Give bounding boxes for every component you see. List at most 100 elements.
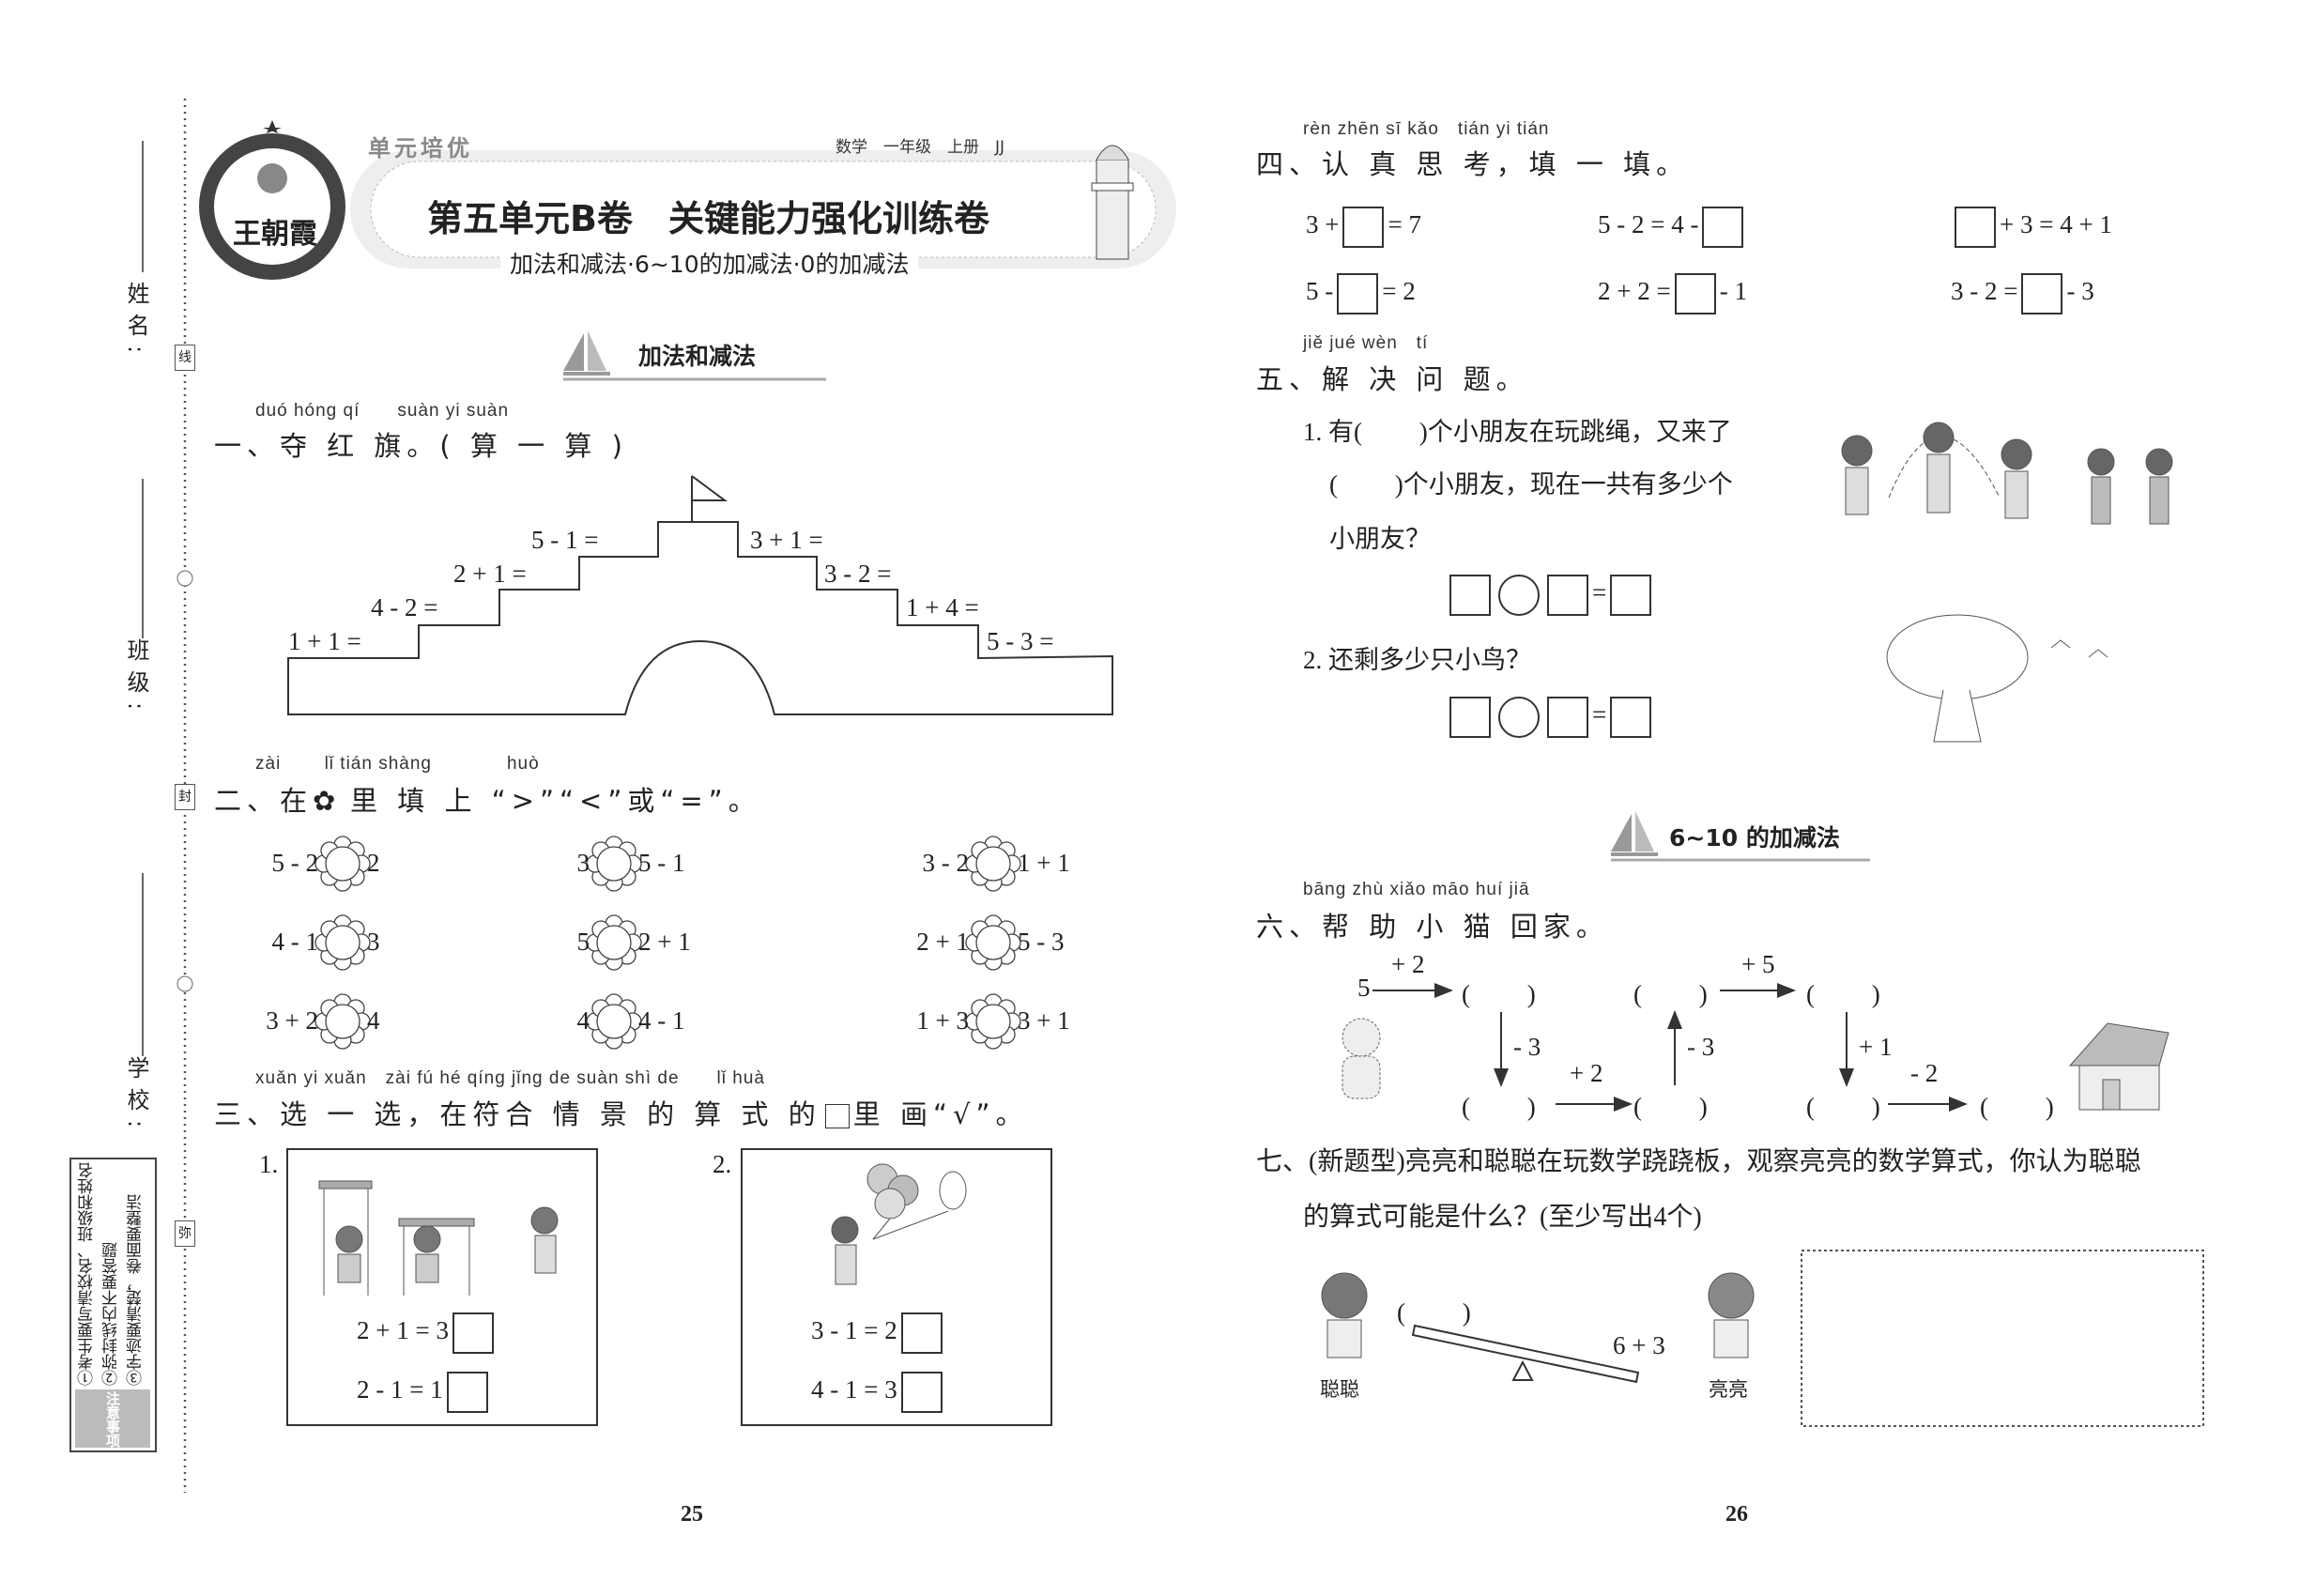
q7-line2: 的算式可能是什么？(至少写出4个) [1303,1203,1702,1232]
equals-sign: = [1592,700,1607,729]
jump-rope-kids-illustration [1841,422,2173,525]
seesaw-right-expression: 6 + 3 [1613,1331,1665,1359]
compare-right: 3 [367,928,380,956]
compare-left: 3 + 2 [266,1006,318,1035]
left-name-label: 聪聪 [1320,1378,1359,1401]
q3-option: 3 - 1 = 2 [811,1312,946,1354]
flower-answer-slot[interactable] [965,836,1021,892]
q3-title-pre: 三、选 一 选，在符合 情 景 的 算 式 的 [214,1098,821,1130]
answer-box[interactable] [1547,575,1588,616]
compare-right: 3 + 1 [1018,1006,1070,1035]
equation-pre: 5 - 2 = 4 - [1598,210,1699,239]
path-blank[interactable]: ( ) [1462,1093,1536,1121]
flower-answer-slot[interactable] [314,836,371,892]
seal-mark-line: 线 [175,345,195,371]
staircase-problem: 1 + 4 = [906,593,979,622]
fill-blank-equation: + 3 = 4 + 1 [1951,207,2112,248]
check-box[interactable] [900,1312,943,1354]
equation-pre: 3 - 2 = [1951,277,2018,306]
staircase-problem: 2 + 1 = [453,560,527,588]
path-operation: - 2 [1910,1059,1939,1087]
q5-p1-line3: 小朋友？ [1329,525,1431,553]
compare-left: 3 - 2 [922,849,970,877]
brand-label: 单元培优 [368,135,473,161]
path-blank[interactable]: ( ) [1633,980,1708,1008]
compare-left: 5 [576,928,590,956]
seal-mark-close: 弥 [175,1220,195,1247]
path-start-number: 5 [1357,974,1371,1002]
equation-post: = 7 [1388,210,1421,239]
scene-box-swings [286,1148,598,1426]
answer-box[interactable] [1955,207,1996,248]
answer-box[interactable] [1337,273,1379,315]
boy-congcong-illustration [1321,1272,1368,1358]
flower-answer-slot[interactable] [314,914,371,971]
check-box[interactable] [900,1372,943,1413]
lighthouse-icon [1091,145,1134,260]
path-blank[interactable]: ( ) [1806,980,1880,1008]
flower-answer-slot[interactable] [586,914,642,971]
notice-text: ①考生要写清校名、班级和姓名 ②弥封线内不要答题 ③字迹要清楚，卷面要整洁 [75,1160,148,1386]
q2-title: 二、在✿里 填 上 “>”“<”或“=”。 [214,779,761,819]
check-box[interactable] [446,1372,488,1413]
q2-title-post: 里 填 上 “>”“<”或“=”。 [350,785,761,817]
right-name-label: 亮亮 [1709,1378,1748,1401]
page-subtitle: 加法和减法·6~10的加减法·0的加减法 [500,246,919,280]
path-operation: + 2 [1391,950,1425,978]
staircase-problem: 4 - 2 = [371,593,438,622]
fill-blank-equation: 5 - 2 = 4 - [1598,207,1747,248]
answer-box[interactable] [1674,273,1716,315]
path-blank[interactable]: ( ) [1980,1093,2054,1121]
compare-left: 1 + 3 [916,1006,969,1035]
notice-item: ①考生要写清校名、班级和姓名 [78,1162,97,1386]
compare-right: 2 + 1 [638,928,691,956]
path-blank[interactable]: ( ) [1462,980,1536,1008]
flower-answer-slot[interactable] [965,914,1021,971]
notice-item: ③字迹要清楚，卷面要整洁 [127,1194,146,1386]
tree-with-birds-illustration [1886,614,2108,743]
q3-group-2-number: 2. [713,1150,732,1178]
path-operation: + 2 [1570,1059,1603,1087]
compare-right: 5 - 1 [638,849,685,877]
path-blank[interactable]: ( ) [1633,1093,1708,1121]
q3-option: 2 - 1 = 1 [357,1372,492,1413]
flower-answer-slot[interactable] [314,993,371,1050]
equation-template-2: = [1446,697,1655,738]
q5-p1-line1: 1. 有( )个小朋友在玩跳绳，又来了 [1303,418,1732,446]
equation-pre: 5 - [1306,277,1334,306]
check-box[interactable] [452,1312,494,1354]
flower-answer-slot[interactable] [965,993,1021,1050]
equation-pre: 3 + [1306,210,1340,239]
path-operation: + 1 [1859,1033,1893,1061]
q5-p1-line2: ( )个小朋友，现在一共有多少个 [1329,470,1733,499]
seesaw-left-expression[interactable]: ( ) [1397,1298,1471,1327]
path-blank[interactable]: ( ) [1806,1093,1880,1121]
q2-title-pre: 二、在 [214,785,314,817]
compare-left: 3 [576,849,590,877]
answer-box[interactable] [1342,207,1385,248]
q3-group-1-number: 1. [259,1150,279,1178]
operator-circle[interactable] [1498,697,1540,738]
answer-box[interactable] [1610,575,1652,616]
school-label: 学校: [123,1056,149,1138]
flower-answer-slot[interactable] [586,993,642,1050]
path-operation: - 3 [1513,1033,1541,1061]
notice-title: 注意事项 [104,1391,121,1448]
answer-box[interactable] [1547,697,1588,738]
answer-box[interactable] [1449,575,1491,616]
flower-answer-slot[interactable] [586,836,642,892]
answer-box[interactable] [1449,697,1491,738]
compare-left: 5 - 2 [271,849,319,877]
balloons-illustration [831,1163,967,1285]
equation-post: - 1 [1719,277,1747,306]
answer-area[interactable] [1801,1250,2204,1427]
operator-circle[interactable] [1498,575,1540,616]
answer-box[interactable] [2021,273,2063,315]
answer-box[interactable] [1610,697,1652,738]
swings-illustration [318,1180,559,1296]
answer-box[interactable] [1702,207,1744,248]
equation-template-1: = [1446,575,1655,616]
page-number-left: 25 [681,1502,703,1527]
q3-pinyin: xuǎn yi xuǎn zài fú hé qíng jǐng de suàn… [255,1068,765,1088]
